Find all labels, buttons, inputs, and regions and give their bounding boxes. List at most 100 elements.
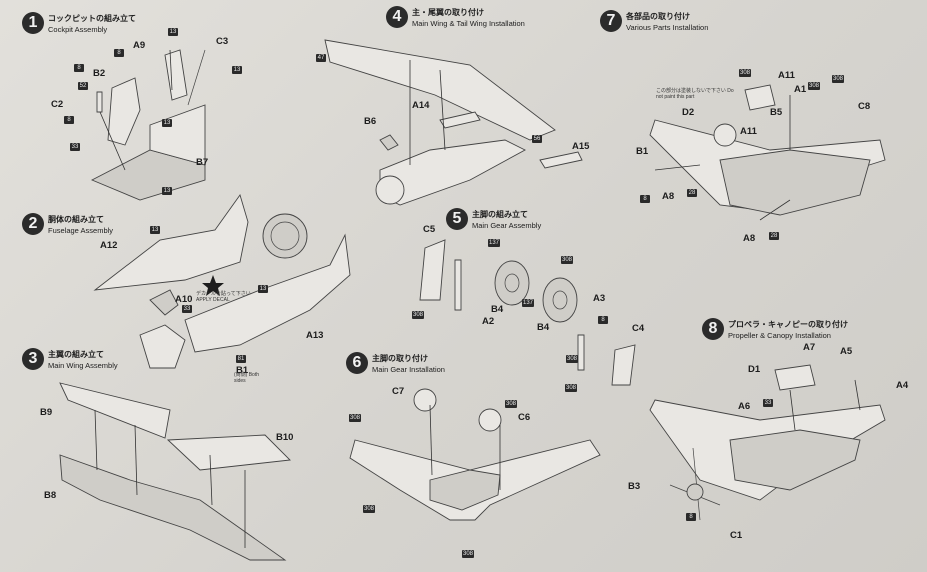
part-label: A11: [778, 70, 795, 81]
paint-code-badge: 13: [162, 187, 172, 195]
propeller-canopy-drawing: [649, 364, 886, 521]
step-3-header: 3 主翼の組み立て Main Wing Assembly: [22, 348, 118, 371]
do-not-paint-note: この部分は塗装しないで下さい Do not paint this part: [656, 88, 734, 100]
step-title-jp: 主脚の取り付け: [372, 354, 428, 363]
paint-code-badge: 308: [565, 384, 578, 392]
part-label: A13: [306, 330, 324, 341]
paint-code-badge: 52: [78, 82, 88, 90]
part-label: B4: [537, 322, 550, 333]
paint-code-badge: 8: [686, 513, 696, 521]
part-label: A4: [896, 380, 909, 391]
step-title-en: Main Wing & Tail Wing Installation: [412, 19, 525, 28]
step-title-jp: 主・尾翼の取り付け: [412, 8, 484, 17]
paint-code-badge: 33: [763, 399, 773, 407]
paint-code-badge: 308: [505, 400, 518, 408]
paint-code-badge: 28: [769, 232, 779, 240]
part-label: A3: [593, 293, 606, 304]
step-title-jp: 胴体の組み立て: [48, 215, 104, 224]
step-title-en: Cockpit Assembly: [48, 25, 108, 34]
paint-code-badge: 308: [462, 550, 475, 558]
part-label: A8: [662, 191, 675, 202]
part-label: A10: [175, 294, 193, 305]
paint-code-badge: 308: [566, 355, 579, 363]
part-label: B6: [364, 116, 377, 127]
paint-code-badge: 308: [832, 75, 845, 83]
step-number: 8: [702, 318, 724, 340]
step-4-header: 4 主・尾翼の取り付け Main Wing & Tail Wing Install…: [386, 6, 525, 29]
step-number: 5: [446, 208, 468, 230]
part-label: B4: [491, 304, 504, 315]
main-wing-drawing: [59, 382, 291, 561]
paint-code-badge: 137: [488, 239, 501, 247]
part-label: A2: [482, 316, 495, 327]
part-label: B1: [636, 146, 649, 157]
paint-code-badge: 308: [561, 256, 574, 264]
step-number: 6: [346, 352, 368, 374]
paint-code-badge: 13: [150, 226, 160, 234]
main-gear-assembly-drawing: [419, 239, 636, 386]
step-number: 3: [22, 348, 44, 370]
part-label: A14: [412, 100, 430, 111]
step-title-en: Main Wing Assembly: [48, 361, 118, 370]
paint-code-badge: 13: [162, 119, 172, 127]
part-label: D2: [682, 107, 695, 118]
part-label: C5: [423, 224, 436, 235]
part-label: B3: [628, 481, 641, 492]
paint-code-badge: 47: [316, 54, 326, 62]
cockpit-drawing: [90, 49, 206, 201]
step-5-header: 5 主脚の組み立て Main Gear Assembly: [446, 208, 541, 231]
part-label: B7: [196, 157, 209, 168]
paint-code-badge: 308: [412, 311, 425, 319]
step-title-en: Propeller & Canopy Installation: [728, 331, 831, 340]
paint-code-badge: 33: [70, 143, 80, 151]
part-label: A1: [794, 84, 807, 95]
part-label: A7: [803, 342, 816, 353]
step-2-header: 2 胴体の組み立て Fuselage Assembly: [22, 213, 113, 236]
paint-code-badge: 13: [258, 285, 268, 293]
step-8-header: 8 プロペラ・キャノピーの取り付け Propeller & Canopy Inst…: [702, 318, 848, 341]
paint-code-badge: 28: [687, 189, 697, 197]
part-label: C8: [858, 101, 871, 112]
paint-code-badge: 308: [363, 505, 376, 513]
step-number: 2: [22, 213, 44, 235]
paint-code-badge: 13: [168, 28, 178, 36]
paint-code-badge: 56: [532, 135, 542, 143]
step-title-en: Main Gear Assembly: [472, 221, 542, 230]
paint-code-badge: 308: [808, 82, 821, 90]
part-label: B2: [93, 68, 106, 79]
decal-note: デカールを貼って下さい APPLY DECAL: [196, 291, 251, 303]
part-label: B1: [236, 365, 249, 376]
wing-tail-drawing: [324, 39, 583, 206]
part-label: C1: [730, 530, 743, 541]
paint-code-badge: 33: [182, 305, 192, 313]
both-sides-note: (両側) Both sides: [234, 372, 260, 384]
step-title-jp: プロペラ・キャノピーの取り付け: [728, 320, 848, 329]
step-title-en: Various Parts Installation: [626, 23, 709, 32]
part-label: B8: [44, 490, 57, 501]
paint-code-badge: 8: [114, 49, 124, 57]
step-number: 1: [22, 12, 44, 34]
part-label: B9: [40, 407, 53, 418]
step-number: 4: [386, 6, 408, 28]
part-label: B5: [770, 107, 783, 118]
step-title-jp: 各部品の取り付け: [626, 12, 690, 21]
paint-code-badge: 137: [522, 299, 535, 307]
paint-code-badge: 8: [598, 316, 608, 324]
step-title-jp: 主翼の組み立て: [48, 350, 104, 359]
part-label: B10: [276, 432, 294, 443]
paint-code-badge: 308: [349, 414, 362, 422]
paint-code-badge: 8: [74, 64, 84, 72]
paint-code-badge: 308: [739, 69, 752, 77]
part-label: A11: [740, 126, 757, 137]
step-title-en: Fuselage Assembly: [48, 226, 114, 235]
step-title-en: Main Gear Installation: [372, 365, 445, 374]
part-label: A15: [572, 141, 590, 152]
part-label: D1: [748, 364, 761, 375]
paint-code-badge: 81: [236, 355, 246, 363]
step-title-jp: 主脚の組み立て: [472, 210, 528, 219]
paint-code-badge: 8: [640, 195, 650, 203]
part-label: C2: [51, 99, 64, 110]
